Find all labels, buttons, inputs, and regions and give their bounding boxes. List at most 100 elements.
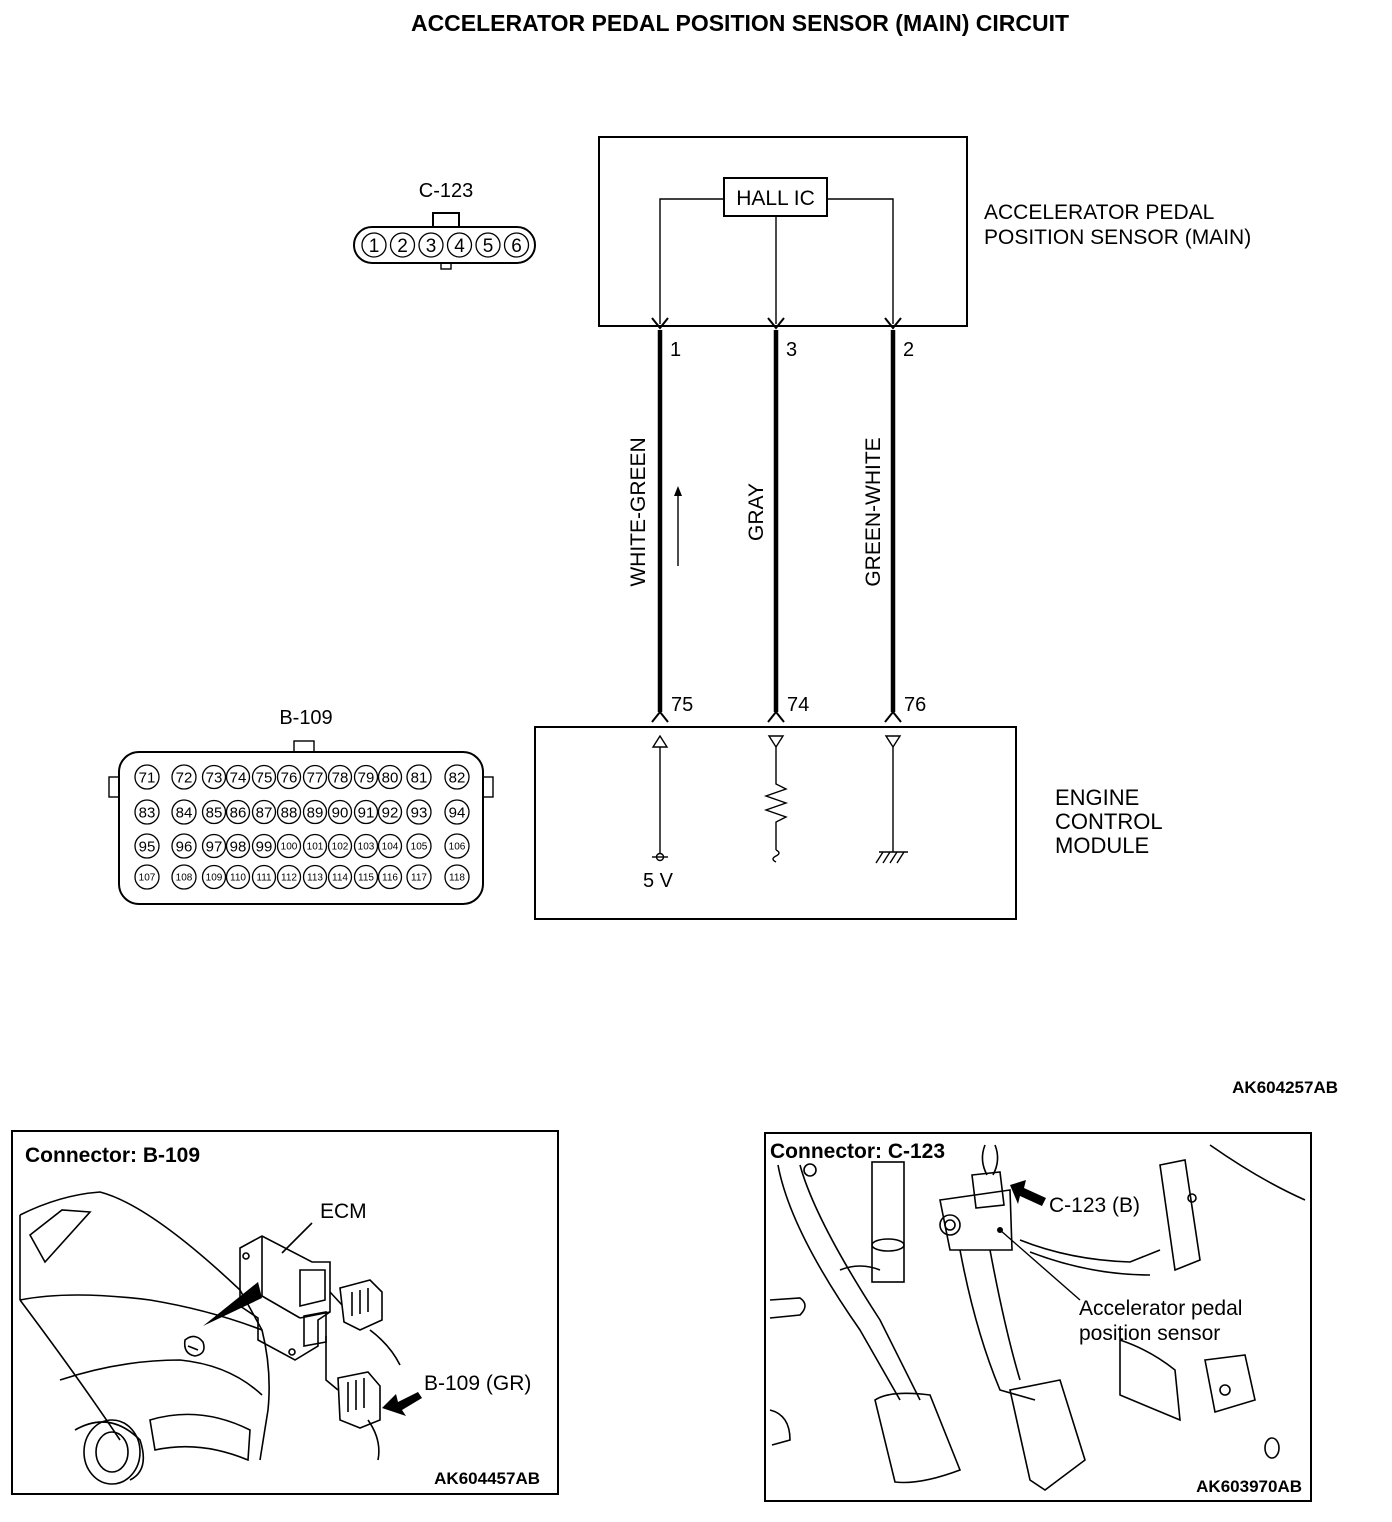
b109-pin-number: 112: [281, 873, 297, 884]
b109-pin-number: 104: [382, 842, 399, 853]
b109-pin-number: 72: [176, 769, 193, 786]
b109-pin: [251, 799, 277, 825]
b109-pin-number: 102: [332, 842, 349, 853]
b109-pin-number: 100: [281, 842, 298, 853]
c123-pin: [446, 232, 473, 258]
b109-pin-number: 74: [230, 769, 247, 786]
b109-pin-number: 86: [230, 804, 247, 821]
sensor-pin-2: 2: [903, 339, 914, 361]
b109-pin: [377, 764, 403, 790]
connector-c123-panel: [764, 1132, 1312, 1502]
terminal-chevron: [651, 317, 669, 330]
b109-pin: [444, 764, 470, 790]
connector-pointer-arrow: [1010, 1180, 1046, 1206]
c123-pin-number: 6: [511, 236, 522, 257]
location-pointer: [203, 1282, 262, 1326]
b109-pin-number: 79: [358, 769, 375, 786]
terminal-chevron: [651, 710, 669, 723]
connector-b109-panel: [11, 1130, 559, 1495]
b109-pin-number: 105: [411, 842, 428, 853]
b109-pin-number: 94: [449, 804, 466, 821]
b109-pin: [225, 864, 251, 890]
b109-pin: [353, 764, 379, 790]
b109-pin: [225, 833, 251, 859]
wire-color-white-green: WHITE-GREEN: [627, 437, 650, 586]
b109-pin: [327, 764, 353, 790]
c123-pin-number: 5: [483, 236, 494, 257]
ecm-pin-74: 74: [787, 694, 809, 716]
b109-pin: [225, 764, 251, 790]
b109-pin-number: 114: [332, 873, 348, 884]
input-triangle: [767, 735, 785, 749]
b109-pin-number: 92: [382, 804, 399, 821]
b109-pin: [134, 833, 160, 859]
b109-pin: [251, 864, 277, 890]
c123-pin: [389, 232, 416, 258]
c123-pin: [361, 232, 387, 258]
sensor-label-line1: ACCELERATOR PEDAL: [984, 201, 1214, 224]
terminal-chevron: [767, 710, 785, 723]
ecm-pin-76: 76: [904, 694, 926, 716]
c123-pin: [418, 232, 444, 258]
ecm-illustration: [239, 1222, 401, 1461]
panel-c123-title: Connector: C-123: [770, 1140, 945, 1163]
b109-pin: [444, 833, 470, 859]
b109-pin: [171, 833, 197, 859]
b109-pin: [327, 833, 353, 859]
hall-ic-label: HALL IC: [736, 187, 815, 210]
c123-pin-number: 4: [454, 236, 465, 257]
b109-pin: [276, 864, 302, 890]
ecm-box: [534, 726, 1017, 920]
sensor-callout-line1: Accelerator pedal: [1079, 1297, 1242, 1320]
b109-connector-name: B-109: [279, 707, 332, 729]
b109-pin-number: 113: [307, 873, 323, 884]
b109-pin: [201, 864, 227, 890]
b109-pin-number: 116: [382, 873, 398, 884]
b109-pin-number: 110: [230, 873, 246, 884]
resistor-symbol: [763, 747, 789, 850]
b109-pin: [201, 764, 227, 790]
ecm-label-line3: MODULE: [1055, 833, 1149, 858]
b109-pin-number: 83: [139, 804, 156, 821]
b109-pin: [171, 864, 197, 890]
b109-pin: [201, 833, 227, 859]
pedal-area-illustration: [769, 1144, 1306, 1491]
b109-pin: [276, 833, 302, 859]
sensor-box: [598, 136, 968, 327]
terminal-chevron: [884, 317, 902, 330]
ground-symbol: [875, 851, 905, 864]
b109-pin-number: 81: [411, 769, 428, 786]
current-direction-arrowhead: [674, 486, 682, 496]
b109-pin-number: 87: [256, 804, 273, 821]
diagram-title: ACCELERATOR PEDAL POSITION SENSOR (MAIN)…: [411, 10, 1069, 36]
b109-pin: [302, 764, 328, 790]
b109-pin-number: 95: [139, 838, 156, 855]
b109-pin-number: 80: [382, 769, 399, 786]
c123-callout-label: C-123 (B): [1049, 1194, 1140, 1217]
b109-pin-number: 89: [307, 804, 324, 821]
b109-pin-number: 108: [176, 873, 193, 884]
b109-pin: [406, 764, 432, 790]
sensor-callout-line2: position sensor: [1079, 1322, 1220, 1345]
b109-pin: [353, 864, 379, 890]
terminal-chevron: [767, 317, 785, 330]
diagram-code: AK604257AB: [1232, 1078, 1338, 1097]
b109-pin: [134, 799, 160, 825]
b109-pin: [134, 764, 160, 790]
b109-pin: [171, 799, 197, 825]
b109-pin: [302, 833, 328, 859]
b109-pin-number: 88: [281, 804, 298, 821]
b109-pin-number: 84: [176, 804, 193, 821]
b109-pin: [134, 864, 160, 890]
sensor-label-line2: POSITION SENSOR (MAIN): [984, 226, 1251, 249]
b109-pin: [406, 799, 432, 825]
b109-pin-number: 107: [139, 873, 156, 884]
b109-pin: [353, 833, 379, 859]
b109-pin-number: 101: [307, 842, 324, 853]
ecm-label-line2: CONTROL: [1055, 809, 1163, 834]
c123-pin-number: 1: [369, 236, 380, 257]
sensor-leader-dot: [997, 1227, 1003, 1233]
c123-pin: [475, 232, 501, 258]
